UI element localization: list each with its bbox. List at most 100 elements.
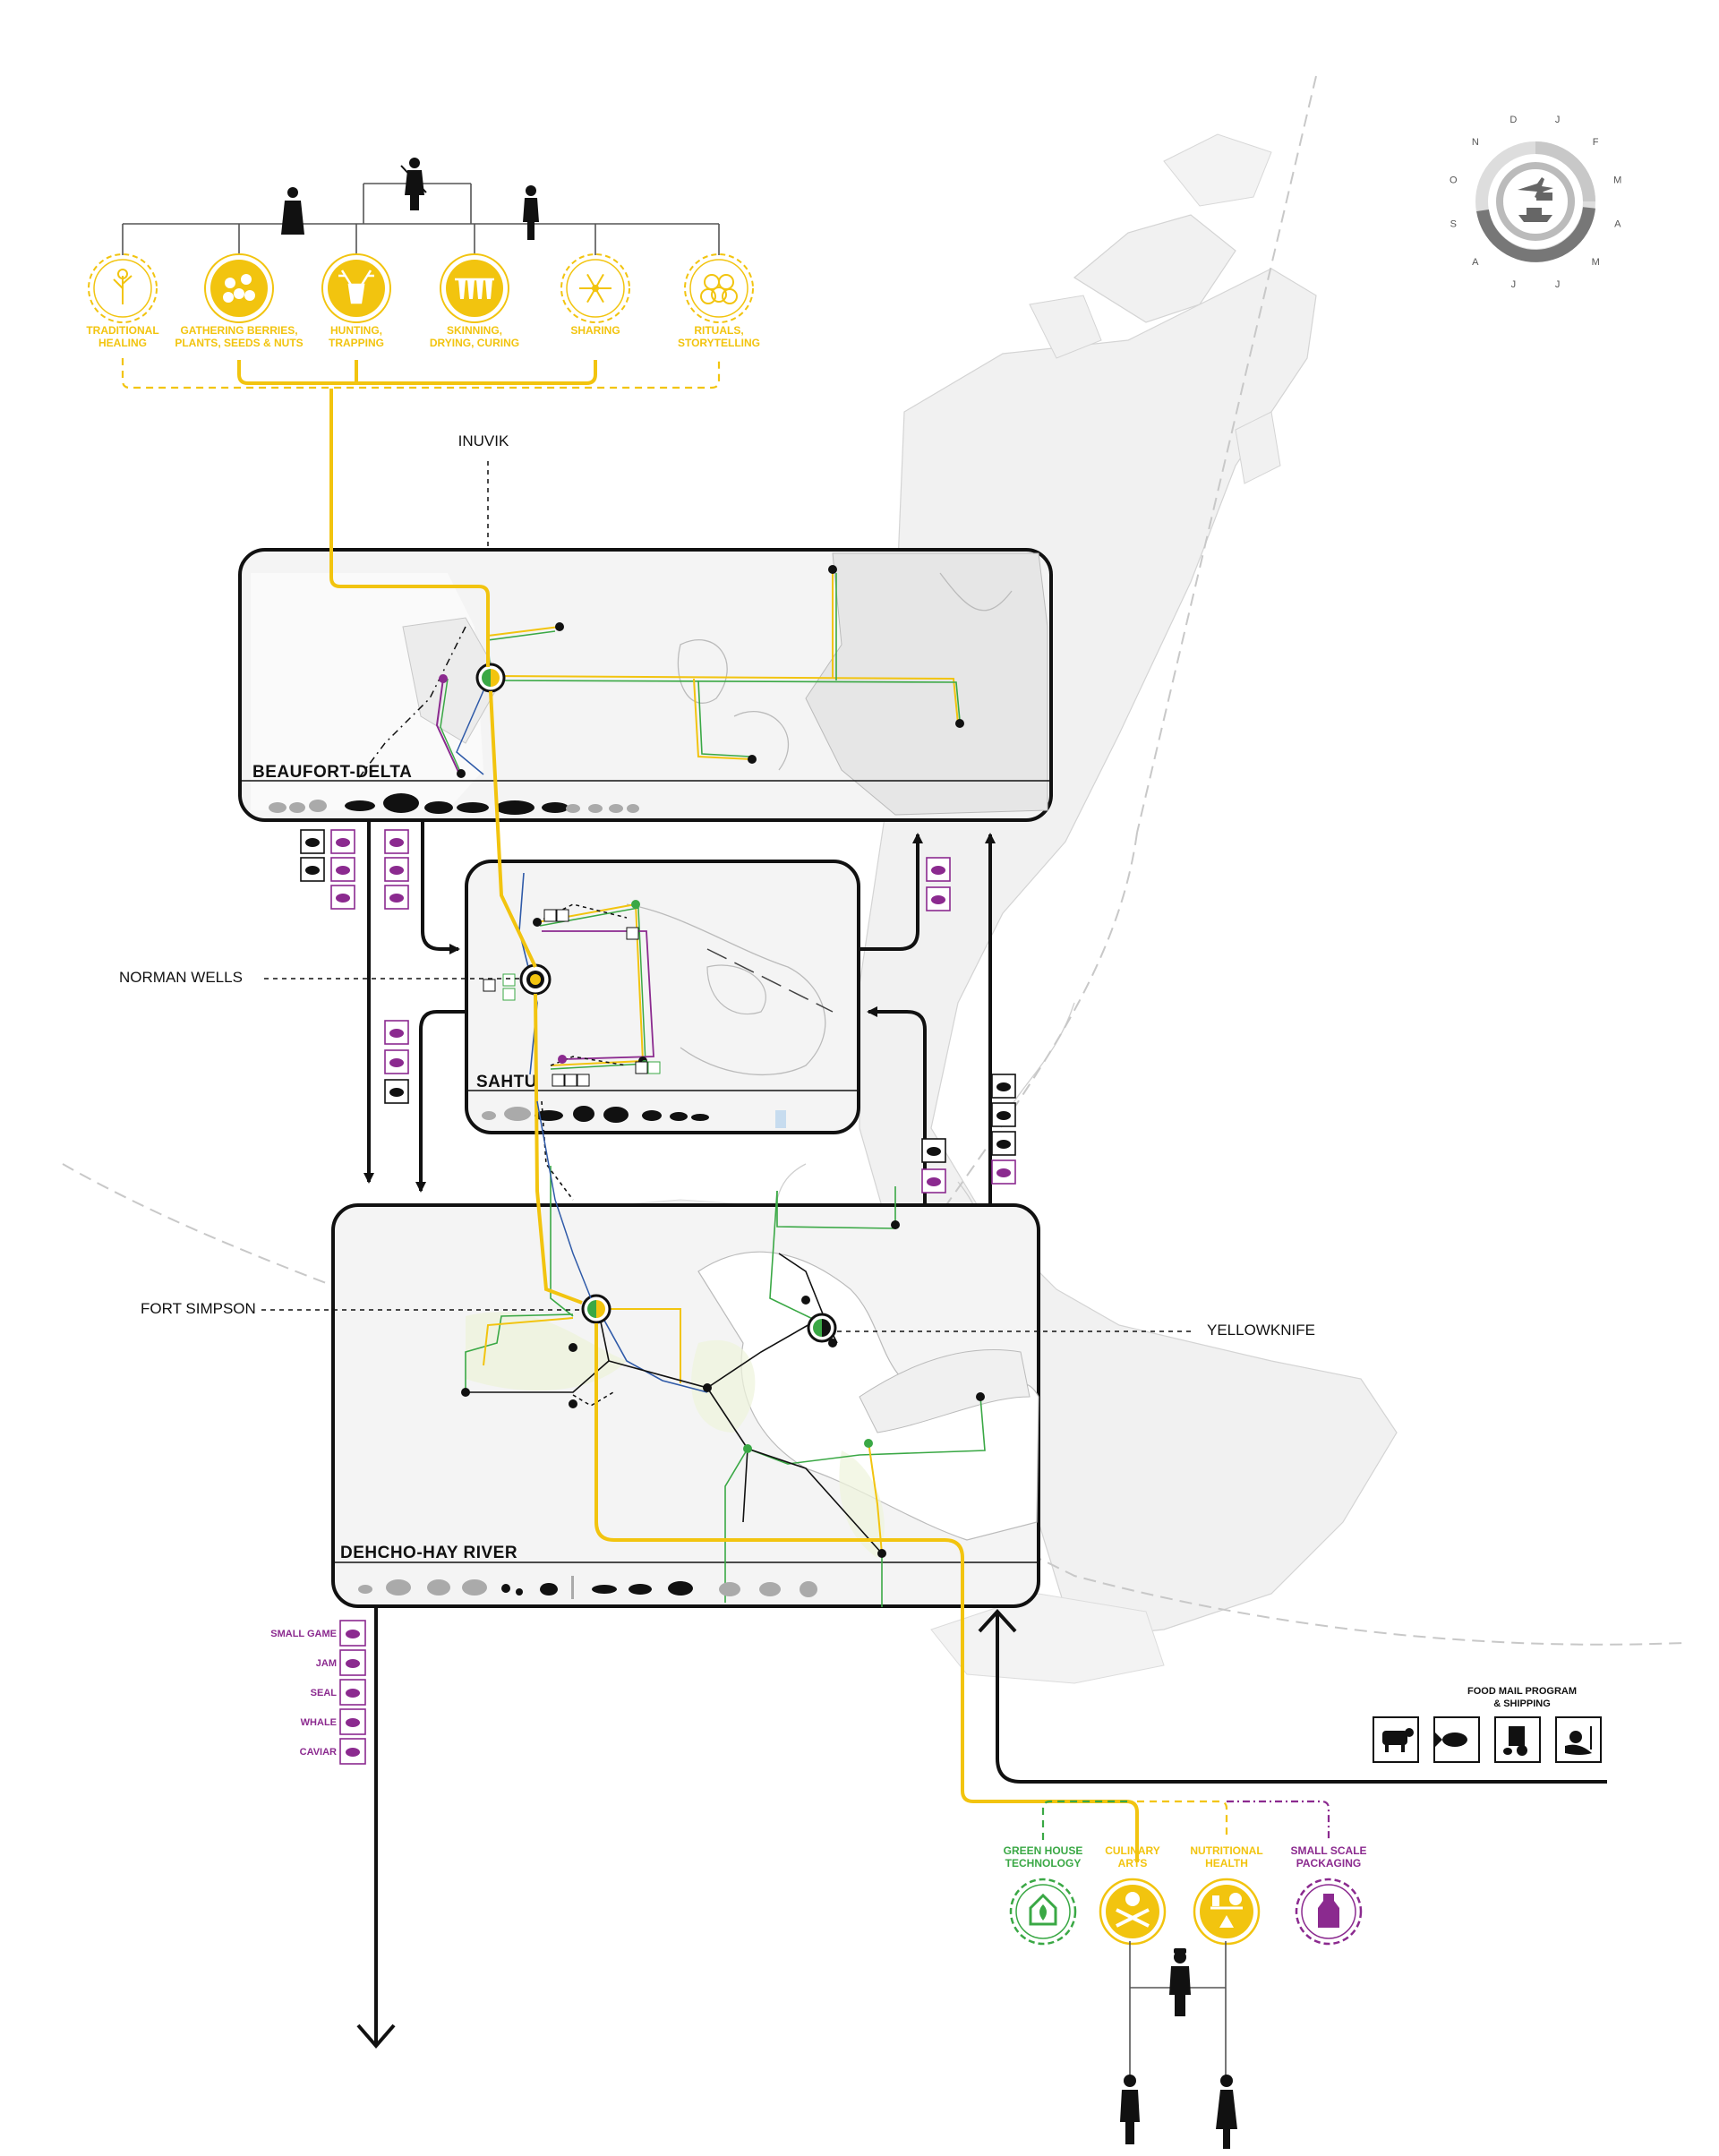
caribou-head-icon xyxy=(338,270,374,304)
top-activity-5: RITUALS,STORYTELLING xyxy=(678,253,760,349)
cow-icon xyxy=(1382,1728,1414,1752)
packaging-icon xyxy=(1318,1894,1339,1928)
resource-tile xyxy=(991,1131,1016,1156)
woman-person-icon xyxy=(1216,2075,1237,2149)
calendar-month-label: J xyxy=(1555,279,1561,290)
sahtu-resource-tiles xyxy=(483,909,661,1087)
sahtu-animal-icons xyxy=(482,1106,709,1123)
seasonal-calendar xyxy=(1475,141,1595,262)
man-person-icon xyxy=(1120,2075,1140,2144)
food-mail-icons xyxy=(1373,1716,1602,1763)
top-activity-label: HUNTING, xyxy=(330,324,382,337)
export-product-label: SMALL GAME xyxy=(270,1629,337,1639)
bottom-brackets xyxy=(1041,1800,1330,1840)
resource-tile xyxy=(300,829,325,854)
top-activity-label: RITUALS, xyxy=(694,324,743,337)
beaufort-network xyxy=(435,569,961,775)
top-activity-label: SHARING xyxy=(570,324,620,337)
flow-resource-tiles xyxy=(300,829,1016,1194)
resource-tile xyxy=(384,1020,409,1045)
resource-tile xyxy=(921,1138,946,1163)
dehcho-animal-icons xyxy=(358,1576,817,1599)
chef-person-icon xyxy=(1169,1948,1191,2016)
inuvik-hub xyxy=(475,663,506,693)
bottom-activity-label: CULINARY xyxy=(1105,1844,1160,1857)
export-product-2: SEAL xyxy=(311,1679,366,1706)
calendar-month-label: J xyxy=(1511,279,1517,290)
sahtu-network xyxy=(518,872,654,1075)
food-mail-import-arrow xyxy=(978,1609,1607,1784)
top-activity-label-2: PLANTS, SEEDS & NUTS xyxy=(175,337,303,349)
calendar-month-label: A xyxy=(1614,219,1621,230)
calendar-month-label: N xyxy=(1472,137,1479,148)
bottom-activity-label-2: PACKAGING xyxy=(1296,1857,1361,1869)
export-product-label: CAVIAR xyxy=(300,1747,337,1758)
food-mail-title-line1: FOOD MAIL PROGRAM xyxy=(1467,1686,1577,1697)
groceries-icon xyxy=(1503,1726,1527,1756)
resource-tile xyxy=(330,857,355,882)
resource-tile xyxy=(300,857,325,882)
calendar-month-label: A xyxy=(1472,257,1479,268)
drying-rack-icon xyxy=(455,278,494,299)
export-product-4: CAVIAR xyxy=(300,1738,366,1765)
fish-icon xyxy=(1435,1732,1467,1747)
resource-tile xyxy=(991,1159,1016,1185)
dehcho-nodes xyxy=(461,1220,985,1558)
export-product-0: SMALL GAME xyxy=(270,1620,366,1647)
city-label-fort-simpson: FORT SIMPSON xyxy=(141,1300,256,1317)
resource-tile xyxy=(991,1074,1016,1099)
top-activity-label: SKINNING, xyxy=(447,324,502,337)
top-activity-1: GATHERING BERRIES,PLANTS, SEEDS & NUTS xyxy=(175,253,304,349)
calendar-month-label: F xyxy=(1593,137,1599,148)
export-product-3: WHALE xyxy=(301,1708,366,1735)
bottom-activity-label-2: ARTS xyxy=(1118,1857,1148,1869)
region-label-dehcho-hay-river: DEHCHO-HAY RIVER xyxy=(340,1544,517,1562)
beaufort-animal-icons xyxy=(269,793,639,815)
top-yellow-connector xyxy=(237,360,597,385)
resource-tile xyxy=(384,1079,409,1104)
resource-tile xyxy=(926,857,951,882)
healing-plant-icon xyxy=(113,269,133,304)
yellowknife-hub xyxy=(807,1313,837,1343)
elder-person-icon xyxy=(281,187,304,235)
top-activity-3: SKINNING,DRYING, CURING xyxy=(430,253,519,349)
bottom-activity-circles: GREEN HOUSETECHNOLOGYCULINARYARTSNUTRITI… xyxy=(1004,1844,1367,1946)
greenhouse-icon xyxy=(1029,1893,1057,1926)
resource-tile xyxy=(384,1049,409,1074)
resource-tile xyxy=(991,1102,1016,1127)
city-label-yellowknife: YELLOWKNIFE xyxy=(1207,1322,1315,1339)
calendar-month-label: M xyxy=(1613,175,1621,185)
dehcho-hay-river-panel xyxy=(331,1203,1040,1608)
region-label-beaufort-delta: BEAUFORT-DELTA xyxy=(252,763,412,782)
top-activity-label: TRADITIONAL xyxy=(86,324,158,337)
bottom-activity-label-2: TECHNOLOGY xyxy=(1005,1857,1082,1869)
rituals-icon xyxy=(700,274,738,304)
calendar-month-label: J xyxy=(1555,115,1561,125)
city-label-norman-wells: NORMAN WELLS xyxy=(119,969,243,986)
top-activity-4: SHARING xyxy=(560,253,630,337)
export-products-list: SMALL GAME JAM SEAL WHALE CAVIAR xyxy=(270,1620,366,1765)
export-product-label: SEAL xyxy=(311,1688,338,1698)
top-activity-label-2: TRAPPING xyxy=(329,337,384,349)
sharing-icon xyxy=(579,273,611,304)
export-product-1: JAM xyxy=(316,1649,366,1676)
export-product-label: JAM xyxy=(316,1658,337,1669)
berries-icon xyxy=(223,274,255,303)
food-mail-title-line2: & SHIPPING xyxy=(1493,1698,1551,1709)
calendar-month-label: D xyxy=(1509,115,1517,125)
top-activity-2: HUNTING,TRAPPING xyxy=(321,253,391,349)
main-yellow-flow xyxy=(329,389,1139,1862)
resource-tile xyxy=(330,885,355,910)
calendar-month-label: O xyxy=(1450,175,1458,185)
resource-tile xyxy=(921,1168,946,1194)
sahtu-panel xyxy=(465,860,860,1134)
youth-person-icon xyxy=(523,185,539,240)
bottom-activity-label: SMALL SCALE xyxy=(1290,1844,1366,1857)
culinary-icon xyxy=(1116,1892,1150,1928)
